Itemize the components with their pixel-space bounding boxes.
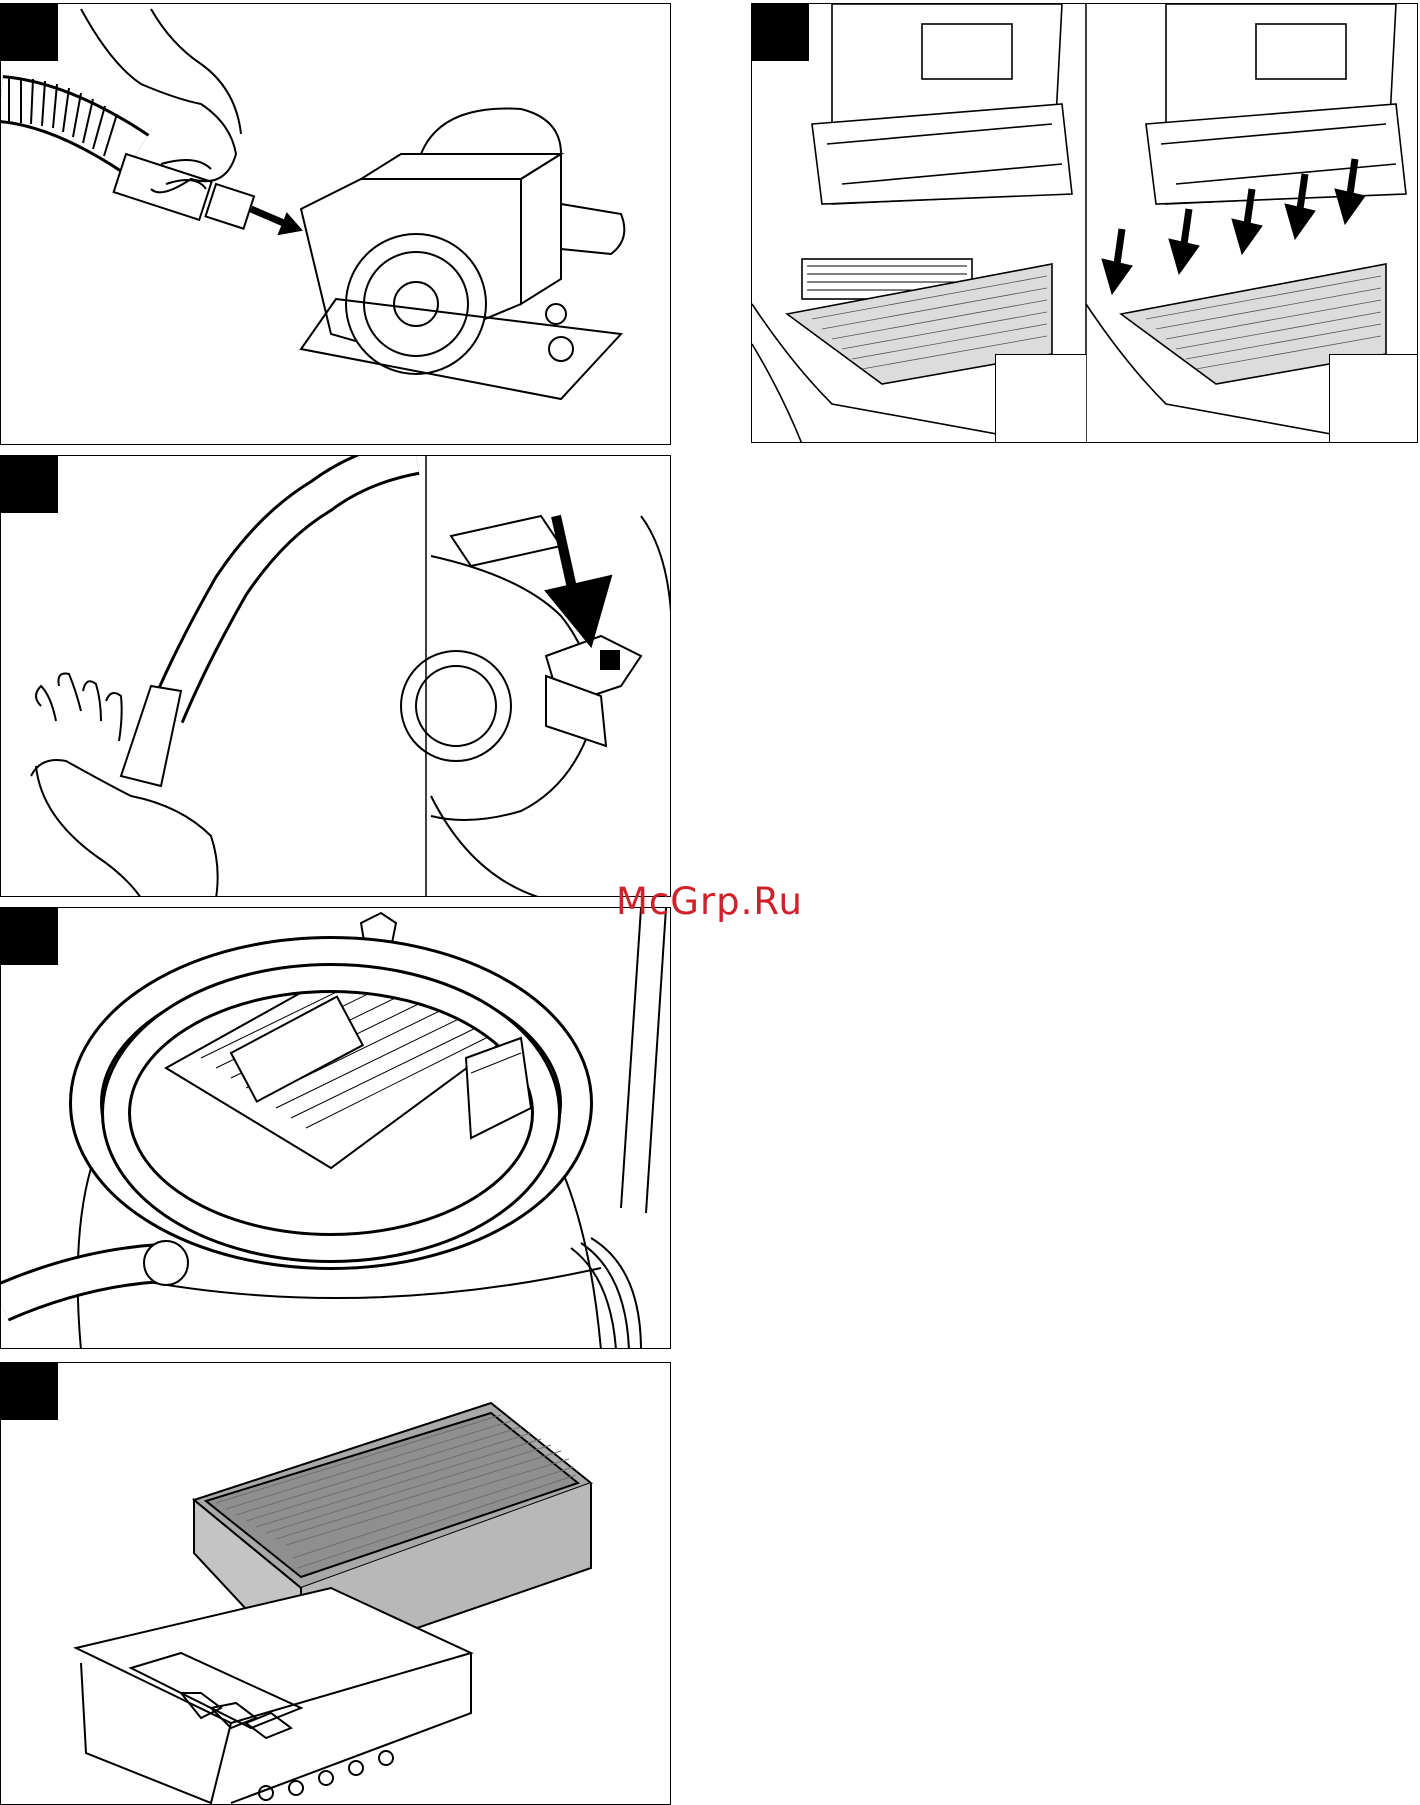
- flat-filter-illustration: [1, 1363, 671, 1805]
- figure-panel-hose-storage: [0, 907, 671, 1349]
- detail-corner-box-left: [995, 354, 1086, 443]
- figure-panel-suction-test: [0, 455, 671, 897]
- hose-storage-illustration: [1, 908, 671, 1349]
- figure-panel-flat-filter: [0, 1362, 671, 1805]
- figure-panel-hose-to-tool: [0, 3, 671, 445]
- detail-corner-box-right: [1329, 354, 1418, 443]
- watermark-text: McGrp.Ru: [616, 880, 803, 923]
- figure-panel-filter-seating: [751, 3, 1418, 443]
- suction-test-illustration: [1, 456, 671, 897]
- hose-to-tool-illustration: [1, 4, 671, 445]
